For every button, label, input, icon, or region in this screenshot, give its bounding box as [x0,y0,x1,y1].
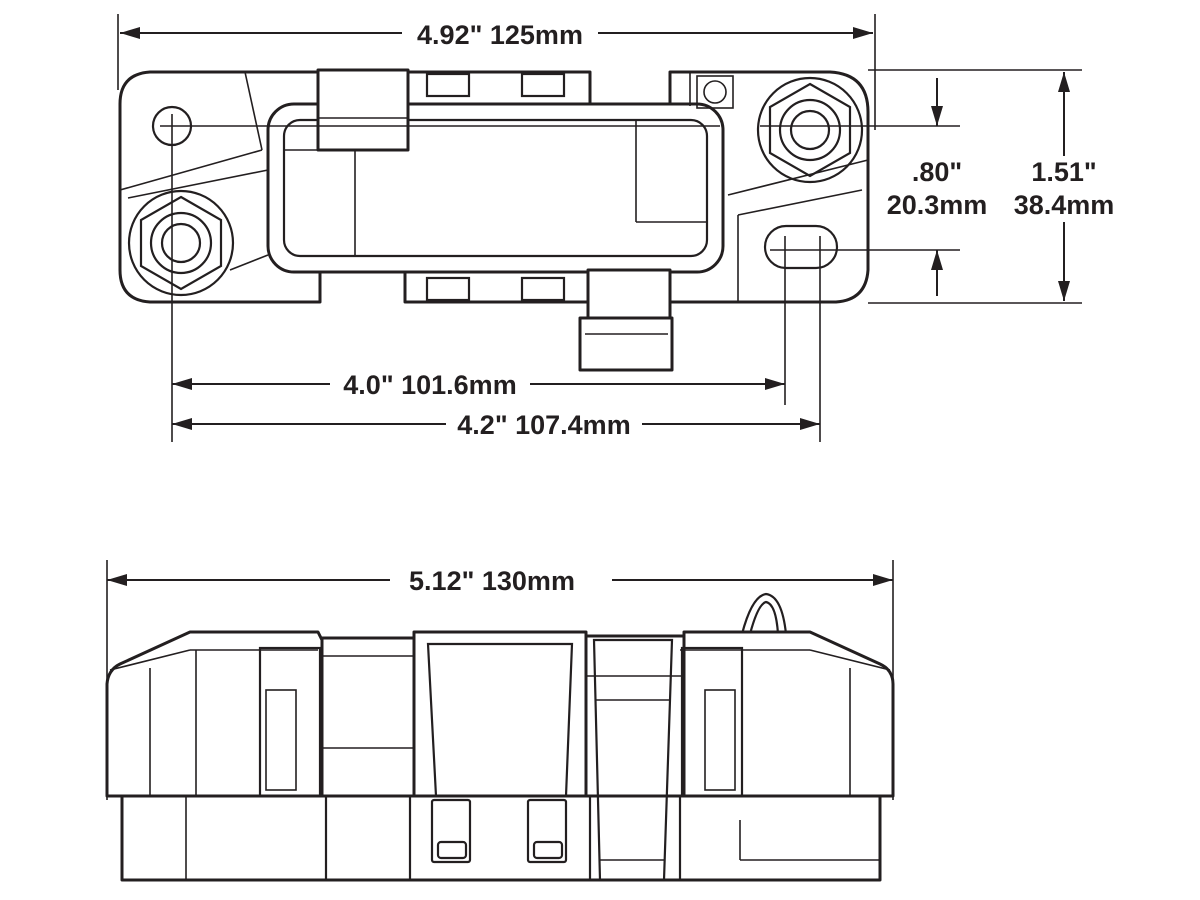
stud-right [756,76,864,184]
svg-text:20.3mm: 20.3mm [887,190,988,220]
svg-text:4.92" 125mm: 4.92" 125mm [417,20,583,50]
svg-text:4.2" 107.4mm: 4.2" 107.4mm [457,410,630,440]
dim-top-width: 4.92" 125mm [120,16,873,50]
stud-left [127,189,235,297]
svg-text:.80": .80" [912,157,962,187]
side-view: 5.12" 130mm [105,560,895,882]
fuse-contact-slots [430,798,568,864]
svg-text:5.12" 130mm: 5.12" 130mm [409,566,575,596]
dim-height: 1.51" 38.4mm [1014,72,1115,301]
dim-stud-spacing-slot: 4.2" 107.4mm [172,406,820,440]
dim-offset: .80" 20.3mm [887,78,988,296]
svg-text:4.0" 101.6mm: 4.0" 101.6mm [343,370,516,400]
svg-text:1.51": 1.51" [1031,157,1096,187]
side-upper-housing [105,630,324,798]
svg-text:38.4mm: 38.4mm [1014,190,1115,220]
dim-stud-spacing-outer: 4.0" 101.6mm [172,366,785,400]
top-view: 4.92" 125mm 4.0" 101.6mm 4.2" 107.4mm .8… [117,14,1115,442]
mounting-slot [763,224,839,270]
dim-side-width: 5.12" 130mm [107,562,893,596]
side-base [120,794,882,882]
